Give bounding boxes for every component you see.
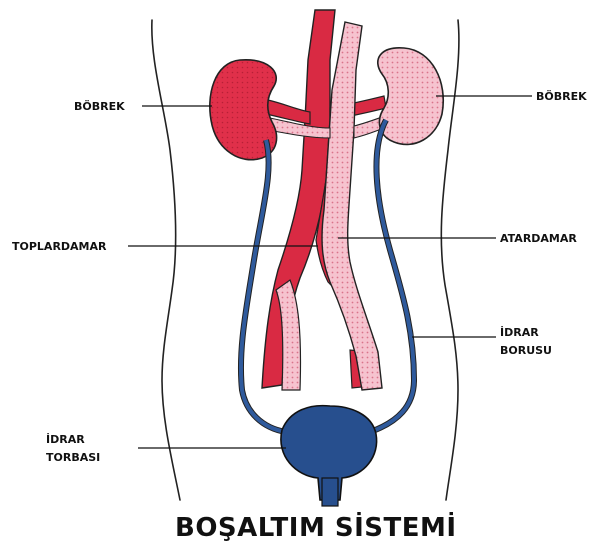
diagram-title: BOŞALTIM SİSTEMİ: [175, 511, 457, 543]
label-left-kidney: BÖBREK: [74, 99, 125, 113]
label-ureter-line1: İDRAR: [500, 325, 539, 339]
label-bladder-line2: TORBASI: [46, 451, 100, 464]
label-right-kidney: BÖBREK: [536, 89, 587, 103]
label-ureter-line2: BORUSU: [500, 344, 552, 357]
bladder: [281, 406, 377, 506]
label-vein: TOPLARDAMAR: [12, 240, 107, 253]
label-artery: ATARDAMAR: [500, 232, 577, 245]
right-kidney: [378, 48, 443, 145]
label-bladder-line1: İDRAR: [46, 432, 85, 446]
